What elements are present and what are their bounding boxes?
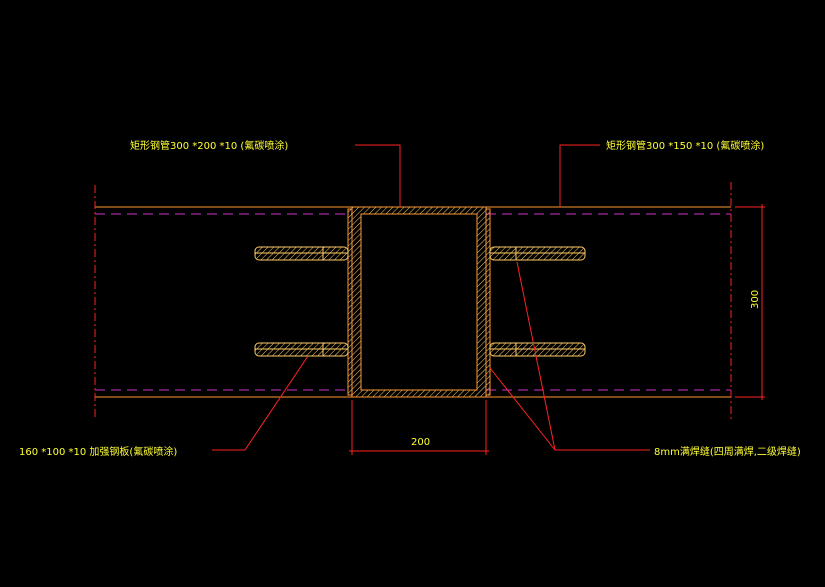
annotation-top-left: 矩形钢管300 *200 *10 (氟碳喷涂) — [130, 139, 288, 152]
annotation-top-right: 矩形钢管300 *150 *10 (氟碳喷涂) — [606, 139, 764, 152]
rect-tube-section — [351, 206, 487, 398]
hidden-lines — [95, 213, 731, 391]
dimension-width: 200 — [411, 437, 430, 448]
leader-lines — [212, 144, 650, 451]
annotation-bottom-right: 8mm满焊缝(四周满焊,二级焊缝) — [654, 445, 801, 458]
right-beam — [486, 182, 732, 420]
dimension-height: 300 — [750, 290, 761, 309]
left-beam — [94, 185, 352, 420]
annotation-bottom-left: 160 *100 *10 加强钢板(氟碳喷涂) — [19, 445, 177, 458]
side-plates — [347, 208, 491, 396]
stiffener-plates — [254, 246, 586, 357]
dimension-lines — [349, 204, 765, 455]
